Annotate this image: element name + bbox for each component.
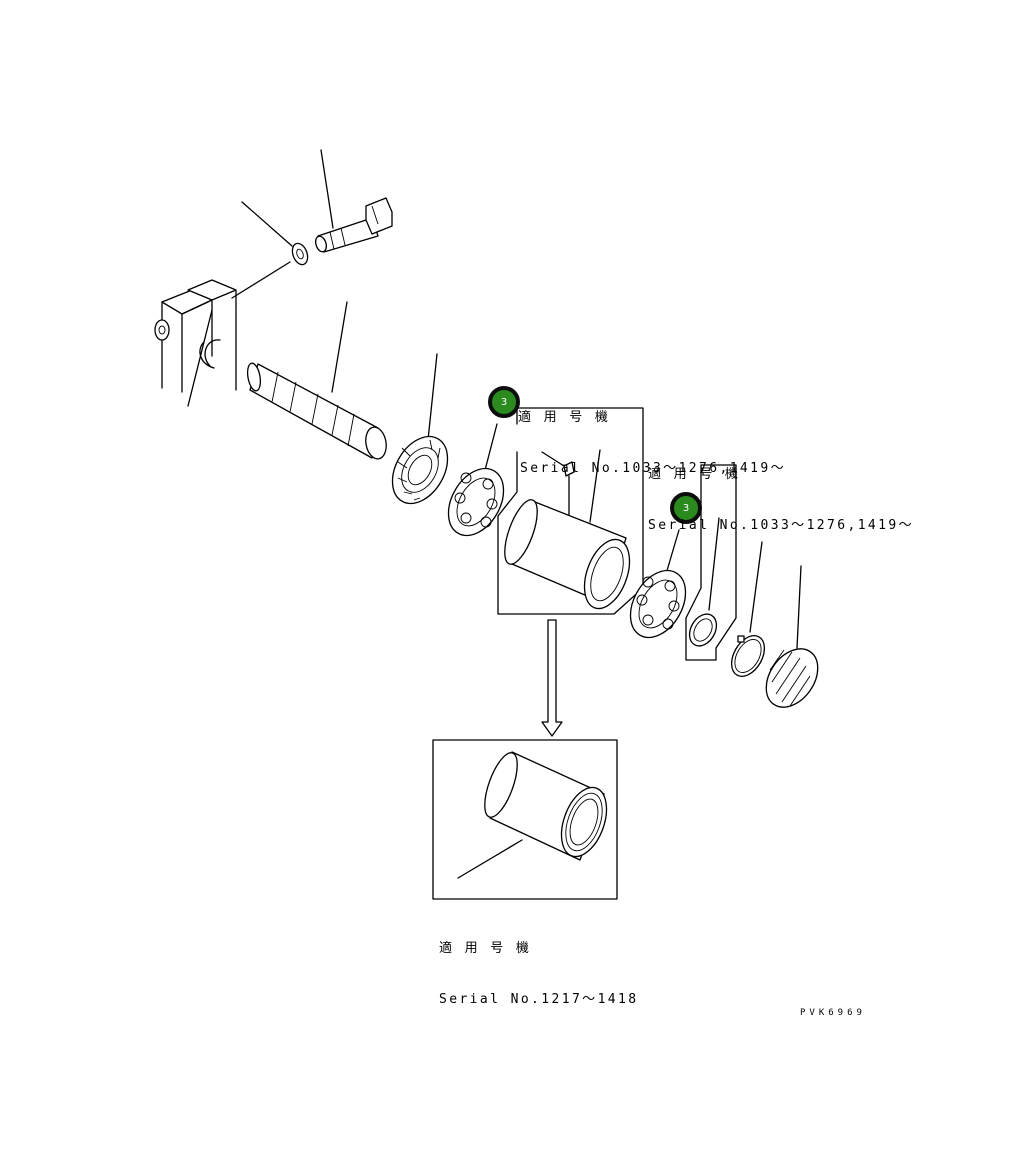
drawing-code: PVK6969 <box>800 1008 866 1018</box>
serial-number: Serial No.1033～1276,1419～ <box>648 518 915 533</box>
washer-part <box>231 201 309 299</box>
callout-badge[interactable]: 3 <box>488 386 520 418</box>
detail-inset-box <box>432 739 618 900</box>
frame-bracket <box>154 279 237 407</box>
callout-badge[interactable]: 3 <box>670 492 702 524</box>
bearing-part-right <box>629 529 687 639</box>
o-ring-part <box>688 517 720 647</box>
serial-label-lower: 適 用 号 機 Serial No.1217～1418 <box>439 906 638 1025</box>
seal-nut-part <box>391 353 449 505</box>
bolt-part <box>314 149 393 253</box>
serial-heading: 適 用 号 機 <box>518 410 611 425</box>
callout-number: 3 <box>682 502 690 514</box>
bearing-part-left <box>447 423 505 537</box>
serial-label-upper: 適 用 号 機 Serial No.1033～1276,1419～ <box>518 375 786 494</box>
bushing-part-upper <box>504 449 631 610</box>
grease-fitting-part <box>541 451 575 525</box>
serial-label-right: 適 用 号 機 Serial No.1033～1276,1419～ <box>648 432 914 551</box>
cover-cap-part <box>765 565 819 708</box>
serial-number: Serial No.1033～1276,1419～ <box>520 461 787 476</box>
serial-number: Serial No.1217～1418 <box>439 992 639 1007</box>
down-arrow <box>541 619 563 737</box>
serial-heading: 適 用 号 機 <box>648 467 741 482</box>
callout-number: 3 <box>500 396 508 408</box>
shaft-part <box>246 301 387 460</box>
snap-ring-part <box>730 541 766 677</box>
serial-heading: 適 用 号 機 <box>439 941 532 956</box>
serial-group-box-right <box>685 464 737 661</box>
